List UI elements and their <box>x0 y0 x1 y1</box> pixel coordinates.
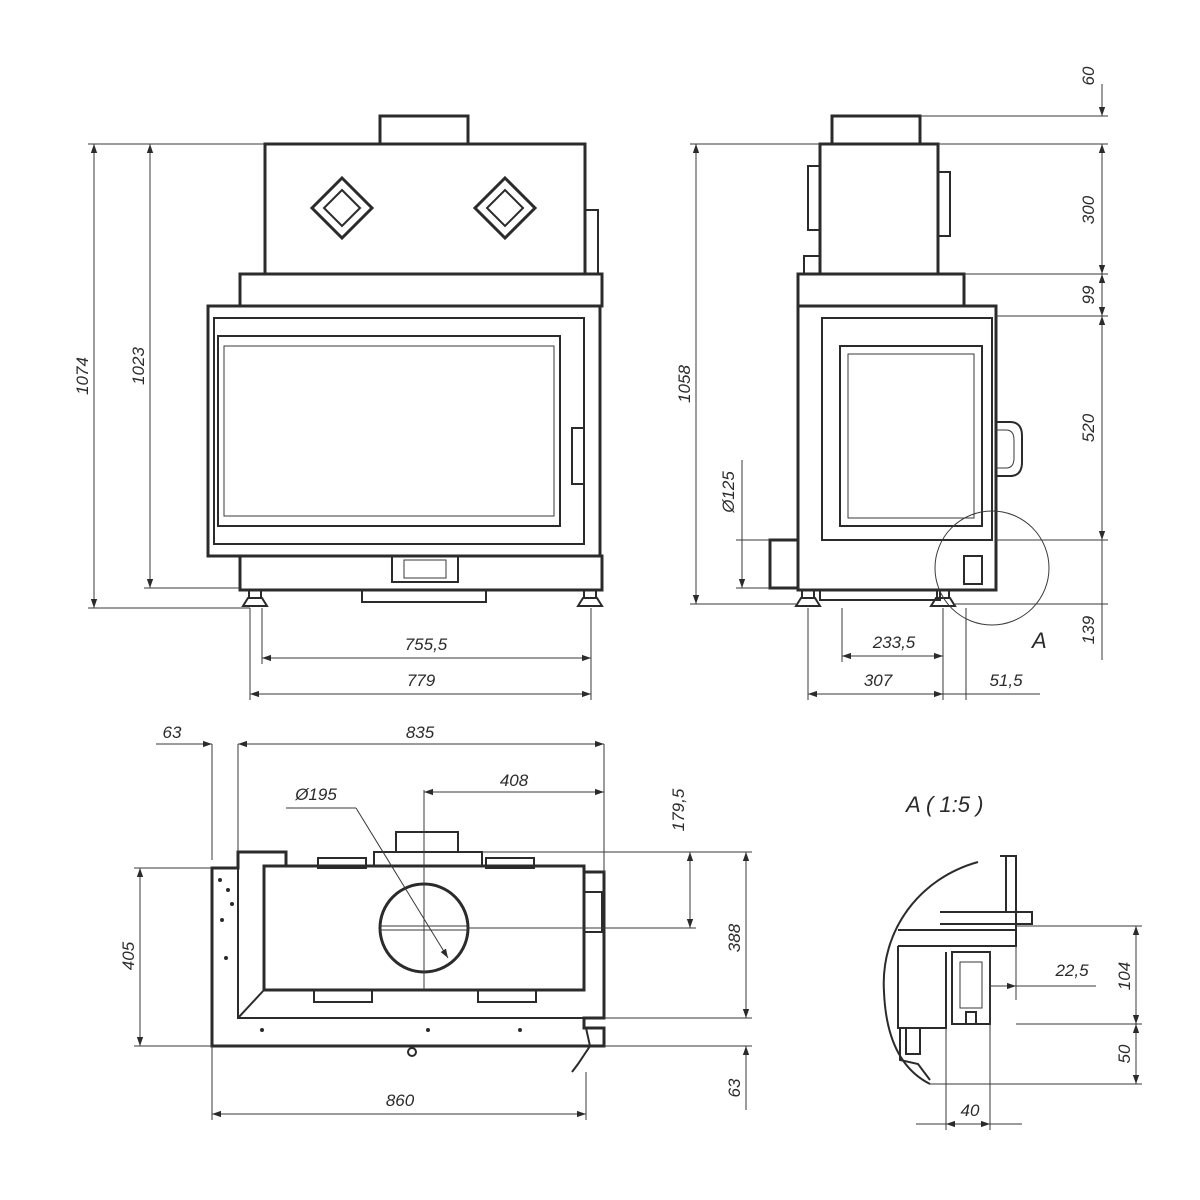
side-air-pipe <box>768 538 800 590</box>
side-body <box>796 304 998 592</box>
dim-51-5: 51,5 <box>989 671 1023 690</box>
top-lever <box>571 1027 592 1073</box>
side-base-block <box>963 555 983 585</box>
front-right-foot <box>576 589 604 607</box>
dim-835: 835 <box>406 723 435 742</box>
detail-a-foot <box>899 1028 931 1081</box>
front-ash-control-knob <box>403 559 447 579</box>
dim-60: 60 <box>1079 66 1098 85</box>
top-outer-body <box>210 850 606 1048</box>
front-ash-control <box>391 555 459 583</box>
dim-405: 405 <box>119 941 138 970</box>
side-bottom-plate <box>819 589 941 601</box>
front-left-foot <box>241 589 269 607</box>
detail-a-body <box>898 855 1017 947</box>
dim-22-5: 22,5 <box>1054 961 1089 980</box>
detail-a-marker: A <box>1030 628 1047 653</box>
side-left-foot <box>794 589 822 607</box>
top-flue-collar <box>395 831 459 853</box>
dim-139: 139 <box>1079 615 1098 644</box>
side-door-frame <box>821 317 993 541</box>
detail-a-circle <box>934 510 1050 626</box>
side-collar-band <box>803 255 821 275</box>
side-glass <box>839 345 983 527</box>
side-right-vent <box>937 171 951 237</box>
side-hood <box>818 142 940 276</box>
left-air-vent-icon <box>309 175 375 241</box>
detail-a-base <box>897 946 947 1029</box>
front-body <box>206 304 602 558</box>
front-base <box>238 554 604 592</box>
dim-40: 40 <box>961 1101 980 1120</box>
front-bottom-plate <box>361 589 487 603</box>
detail-a: A ( 1:5 ) 104 50 22,5 40 <box>882 792 1142 1130</box>
dim-779: 779 <box>407 671 436 690</box>
dim-63-top: 63 <box>163 723 182 742</box>
front-glass <box>217 335 561 527</box>
dim-63-front: 63 <box>725 1078 744 1097</box>
side-door-handle-icon <box>996 421 1023 477</box>
dim-755-5: 755,5 <box>405 635 448 654</box>
top-air-vent-right <box>477 857 537 1003</box>
dim-1058: 1058 <box>675 365 694 403</box>
dim-d195: Ø195 <box>294 785 337 804</box>
side-top-band <box>796 272 966 308</box>
side-flue-collar <box>830 114 922 146</box>
detail-a-block <box>951 951 991 1025</box>
dim-388: 388 <box>725 923 744 952</box>
dim-99: 99 <box>1079 285 1098 304</box>
dim-408: 408 <box>500 771 529 790</box>
dim-520: 520 <box>1079 413 1098 442</box>
dim-307: 307 <box>864 671 893 690</box>
dim-860: 860 <box>386 1091 415 1110</box>
dim-1023: 1023 <box>129 347 148 385</box>
side-left-vent <box>807 165 821 231</box>
dim-179-5: 179,5 <box>669 788 688 831</box>
detail-a-bracket <box>940 911 1033 925</box>
top-air-vent-left <box>313 857 373 1003</box>
dim-300: 300 <box>1079 195 1098 224</box>
dim-1074: 1074 <box>73 357 92 395</box>
top-view: 63 835 408 Ø195 179,5 388 63 405 860 <box>119 723 752 1120</box>
dim-50: 50 <box>1115 1044 1134 1063</box>
side-view: A 60 300 99 520 139 1058 Ø125 233, <box>675 66 1108 700</box>
front-door-frame <box>213 317 585 545</box>
detail-a-title: A ( 1:5 ) <box>904 792 983 817</box>
right-air-vent-icon <box>472 175 538 241</box>
front-view: 1074 1023 755,5 779 <box>73 114 604 700</box>
dim-104: 104 <box>1115 962 1134 990</box>
front-glass-inner <box>223 345 555 517</box>
detail-a-boundary <box>882 861 979 1085</box>
dim-233-5: 233,5 <box>872 633 916 652</box>
side-glass-inner <box>847 353 975 519</box>
front-side-plate <box>584 209 599 275</box>
top-rivets <box>218 878 522 1057</box>
dim-d125: Ø125 <box>719 471 738 514</box>
front-top-band <box>238 272 604 308</box>
front-flue-collar <box>378 114 470 146</box>
front-door-handle <box>571 427 585 485</box>
top-side-handle <box>583 891 603 933</box>
top-inner-l <box>237 852 584 1019</box>
